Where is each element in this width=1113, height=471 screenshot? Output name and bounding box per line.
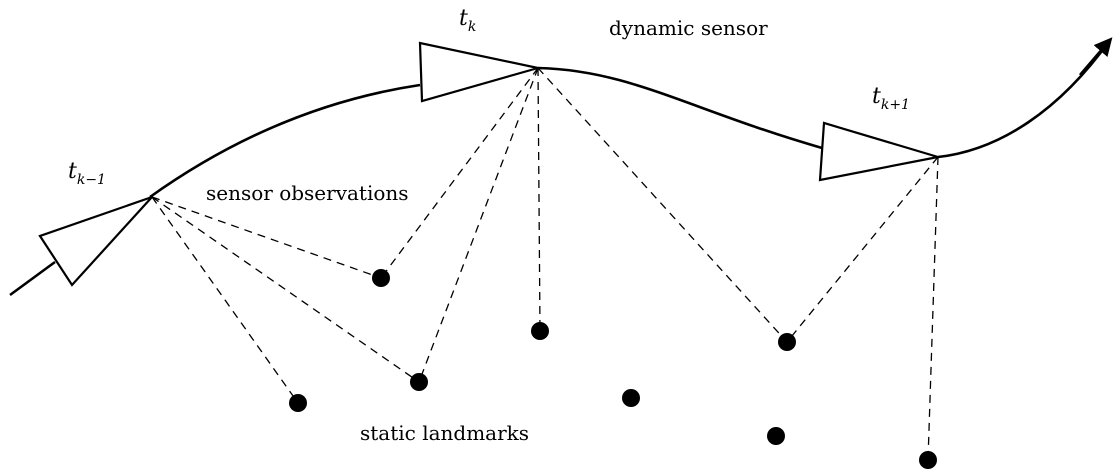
- pose-label-k-plus-1: tk+1: [872, 84, 910, 113]
- landmark: [289, 394, 307, 412]
- pose-label-k: tk: [459, 6, 476, 35]
- pose-label-base: t: [872, 84, 881, 109]
- pose-label-subscript: k+1: [881, 97, 910, 113]
- observation-line: [786, 156, 939, 343]
- landmark: [410, 373, 428, 391]
- landmark: [767, 427, 785, 445]
- observation-line: [151, 196, 420, 383]
- static-landmarks-label: static landmarks: [360, 421, 529, 445]
- sensor-trajectory: [9, 39, 1112, 297]
- pose-label-k-minus-1: tk−1: [68, 159, 106, 188]
- observation-line: [418, 67, 539, 383]
- observation-line: [537, 67, 541, 332]
- observation-line: [151, 196, 382, 279]
- pose-triangle-k-minus-1: [38, 195, 153, 287]
- landmark: [372, 269, 390, 287]
- observation-line: [927, 156, 939, 461]
- pose-triangle-k: [418, 41, 539, 103]
- trajectory-arrow: [1079, 37, 1113, 76]
- pose-label-subscript: k: [468, 19, 476, 35]
- landmark: [531, 322, 549, 340]
- observation-line: [537, 67, 788, 343]
- landmark: [919, 451, 937, 469]
- landmark: [622, 389, 640, 407]
- pose-label-base: t: [459, 6, 468, 31]
- sensor-observations-label: sensor observations: [206, 181, 409, 205]
- observation-line: [380, 67, 539, 279]
- dynamic-sensor-label: dynamic sensor: [609, 16, 768, 40]
- observation-line: [151, 196, 299, 404]
- pose-label-base: t: [68, 159, 77, 184]
- pose-label-subscript: k−1: [77, 172, 106, 188]
- pose-triangle-k-plus-1: [818, 121, 939, 182]
- landmark: [778, 333, 796, 351]
